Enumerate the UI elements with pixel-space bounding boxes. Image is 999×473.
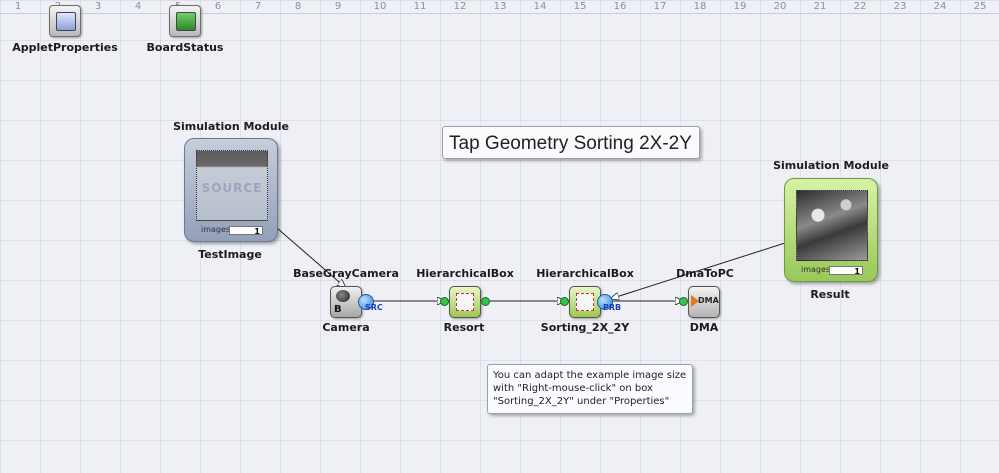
images-label: images # [201, 225, 240, 234]
resort-type-label: HierarchicalBox [416, 267, 514, 280]
camera-lens-icon [336, 290, 350, 302]
ruler-label: 23 [893, 1, 907, 12]
ruler-label: 9 [334, 1, 342, 12]
result-image-preview [796, 190, 868, 261]
images-count-field[interactable]: 1 [229, 226, 263, 236]
ruler-label: 12 [453, 1, 467, 12]
ruler-label: 7 [254, 1, 262, 12]
simulation-source-module[interactable]: SOURCE images # 1 [184, 138, 278, 242]
ruler-label: 17 [653, 1, 667, 12]
diagram-title[interactable]: Tap Geometry Sorting 2X-2Y [442, 126, 700, 159]
ruler-label: 25 [973, 1, 987, 12]
camera-badge: B [334, 304, 342, 315]
images-count-field[interactable]: 1 [829, 266, 863, 276]
column-ruler: 1 2 3 4 5 6 7 8 9 10 11 12 13 14 15 16 1… [0, 0, 999, 14]
simulation-result-module[interactable]: images # 1 [784, 178, 878, 282]
ruler-label: 4 [134, 1, 142, 12]
ruler-label: 10 [373, 1, 387, 12]
ruler-label: 24 [933, 1, 947, 12]
prb-port[interactable] [597, 294, 613, 310]
ruler-label: 13 [493, 1, 507, 12]
ruler-label: 20 [773, 1, 787, 12]
resort-input-port[interactable] [440, 297, 449, 306]
board-status-label[interactable]: BoardStatus [146, 41, 224, 54]
link-testimage-camera [276, 227, 346, 288]
camera-node[interactable]: B [330, 286, 362, 318]
camera-type-label: BaseGrayCamera [293, 267, 399, 280]
applet-properties-icon[interactable] [49, 5, 81, 37]
link-result-prb [610, 242, 786, 299]
ruler-label: 22 [853, 1, 867, 12]
info-note[interactable]: You can adapt the example image size wit… [487, 364, 693, 414]
resort-name-label: Resort [443, 321, 485, 334]
sorting-name-label: Sorting_2X_2Y [540, 321, 630, 334]
board-status-icon[interactable] [169, 5, 201, 37]
sorting-type-label: HierarchicalBox [536, 267, 634, 280]
dma-type-label: DmaToPC [676, 267, 734, 280]
dma-arrow-icon [691, 295, 699, 307]
source-image-preview: SOURCE [196, 150, 268, 221]
applet-properties-label[interactable]: AppletProperties [12, 41, 118, 54]
ruler-label: 15 [573, 1, 587, 12]
ruler-label: 1 [14, 1, 22, 12]
ruler-label: 11 [413, 1, 427, 12]
images-label: images # [801, 265, 840, 274]
ruler-label: 8 [294, 1, 302, 12]
sim-source-header: Simulation Module [173, 120, 289, 133]
resort-output-port[interactable] [481, 297, 490, 306]
hierarchical-box-icon [456, 293, 474, 311]
prb-port-label: PRB [603, 303, 622, 312]
dma-name-label: DMA [689, 321, 719, 334]
ruler-label: 19 [733, 1, 747, 12]
ruler-label: 16 [613, 1, 627, 12]
dma-badge: DMA [698, 296, 719, 305]
src-port-label: SRC [365, 303, 383, 312]
camera-name-label: Camera [322, 321, 370, 334]
sim-source-caption: TestImage [198, 248, 262, 261]
dma-input-port[interactable] [679, 297, 688, 306]
hierarchical-box-icon [576, 293, 594, 311]
source-watermark: SOURCE [201, 181, 263, 195]
ruler-label: 6 [214, 1, 222, 12]
ruler-label: 21 [813, 1, 827, 12]
src-port[interactable] [358, 294, 374, 310]
sim-result-caption: Result [810, 288, 850, 301]
resort-node[interactable] [449, 286, 481, 318]
dma-node[interactable]: DMA [688, 286, 720, 318]
sorting-input-port[interactable] [560, 297, 569, 306]
ruler-label: 3 [94, 1, 102, 12]
sim-result-header: Simulation Module [773, 159, 889, 172]
ruler-label: 18 [693, 1, 707, 12]
ruler-label: 14 [533, 1, 547, 12]
